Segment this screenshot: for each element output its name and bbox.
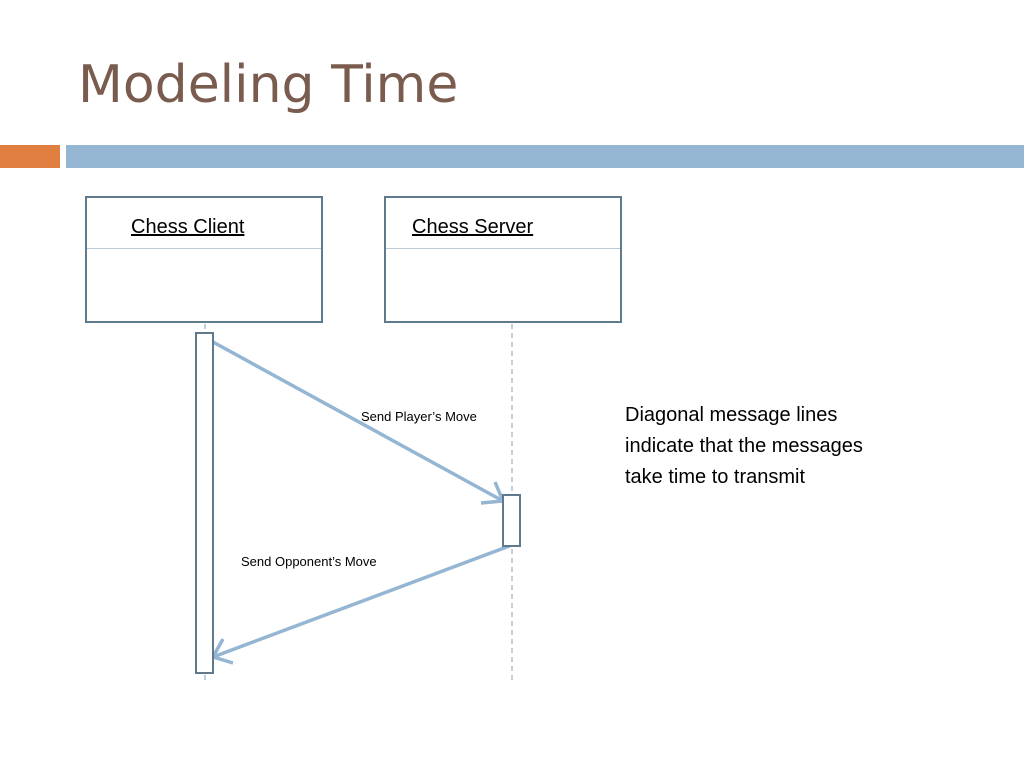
lifeline-box-chess-client: Chess Client <box>85 196 323 323</box>
note-line: Diagonal message lines <box>625 404 838 426</box>
lifeline-box-chess-server: Chess Server <box>384 196 622 323</box>
lifeline-name: Chess Client <box>131 216 245 238</box>
client-activation-bar <box>195 332 214 674</box>
accent-bar-orange <box>0 145 60 168</box>
server-activation-bar <box>502 494 521 547</box>
note-line: take time to transmit <box>625 466 806 488</box>
note-line: indicate that the messages <box>625 435 863 457</box>
message-label-1: Send Player’s Move <box>361 409 477 424</box>
accent-bar-blue <box>66 145 1024 168</box>
page-title: Modeling Time <box>78 55 459 115</box>
note-text: Diagonal message lines indicate that the… <box>625 400 925 493</box>
message-line-2 <box>212 543 513 659</box>
message-line-1 <box>212 340 504 503</box>
message-label-2: Send Opponent’s Move <box>241 554 377 569</box>
box-divider <box>87 248 321 249</box>
box-divider <box>386 248 620 249</box>
lifeline-name: Chess Server <box>412 216 534 238</box>
